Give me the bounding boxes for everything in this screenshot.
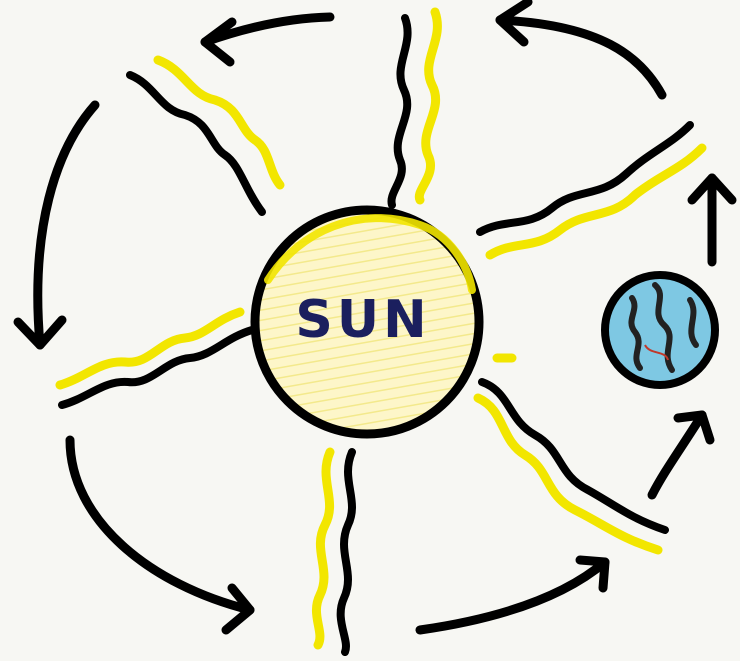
arrow-left: [18, 105, 95, 345]
sun-label: SUN: [295, 290, 430, 350]
ray-top-right: [480, 125, 702, 255]
arrow-top-right: [500, 2, 662, 95]
ray-bottom-right: [478, 358, 665, 550]
arrow-right-lower: [652, 415, 710, 495]
arrow-bottom-right: [420, 560, 605, 630]
ray-left: [60, 312, 252, 405]
ray-bottom: [316, 452, 352, 652]
ray-top-left: [130, 60, 280, 212]
arrow-bottom-left: [70, 440, 250, 630]
arrow-top-left: [205, 17, 330, 62]
earth-land-mass: [690, 300, 696, 345]
ray-top: [391, 12, 437, 205]
arrow-right-upper: [692, 178, 732, 262]
sun: SUN: [255, 210, 479, 434]
earth: [605, 275, 715, 385]
